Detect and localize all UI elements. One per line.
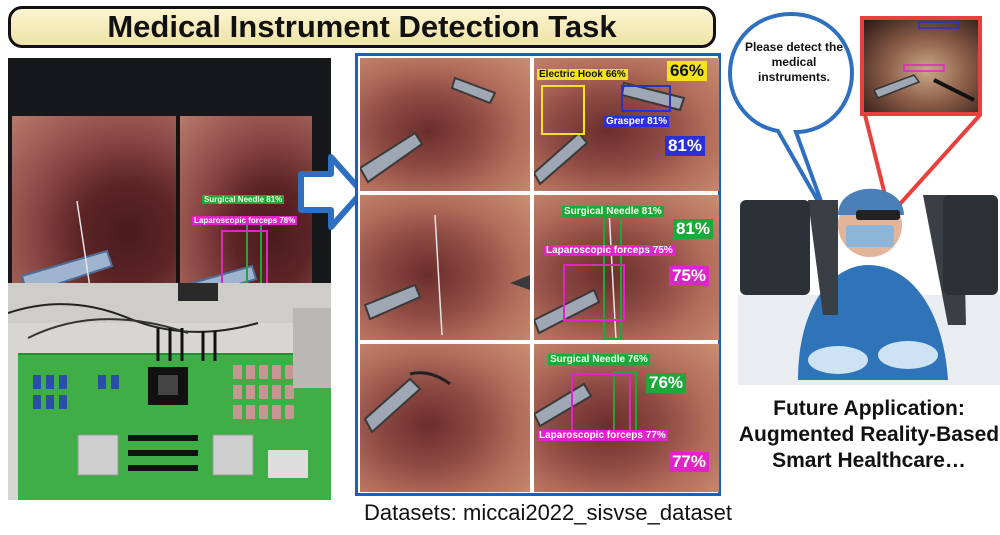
grid-cell-r2-input: [360, 195, 530, 340]
monitor: Surgical Needle 81% Laparoscopic forceps…: [8, 58, 331, 312]
ar-inset-view: [860, 16, 982, 116]
page-title: Medical Instrument Detection Task: [8, 6, 716, 48]
cell-instruments: [360, 76, 497, 184]
needle-pct-r3: 76%: [646, 373, 687, 393]
speech-bubble: [727, 11, 855, 216]
grid-cell-r2-output: Surgical Needle 81% 81% Laparoscopic for…: [534, 195, 719, 340]
hardware-photo: Surgical Needle 81% Laparoscopic forceps…: [8, 58, 331, 500]
title-text: Medical Instrument Detection Task: [107, 9, 617, 44]
forceps-pct-r3: 77%: [668, 452, 709, 472]
right-arrow: [298, 154, 365, 230]
dataset-caption: Datasets: miccai2022_sisvse_dataset: [363, 500, 733, 525]
forceps-pct-r2: 75%: [668, 266, 709, 286]
oscilloscope: [293, 308, 331, 388]
detection-grid: Electric Hook 66% 66% Grasper 81% 81% Su…: [355, 53, 721, 496]
inset-instruments: [872, 21, 975, 102]
hook-pct: 66%: [666, 61, 707, 81]
cell-detections: [534, 371, 637, 435]
grid-cell-r1-output: Electric Hook 66% 66% Grasper 81% 81%: [534, 58, 719, 191]
needle-label-r3: Surgical Needle 76%: [548, 354, 650, 365]
monitor-screen: Surgical Needle 81% Laparoscopic forceps…: [12, 116, 312, 312]
cell-detections: [534, 209, 625, 340]
grid-cell-r1-input: [360, 58, 530, 191]
board-components: [33, 365, 308, 478]
cables: [8, 283, 259, 339]
needle-pct-r2: 81%: [672, 219, 713, 239]
cell-detections: [534, 81, 686, 186]
needle-label-r2: Surgical Needle 81%: [562, 206, 664, 217]
grasper-pct: 81%: [664, 136, 705, 156]
bubble-text: Please detect the medical instruments.: [744, 40, 844, 84]
cell-instruments: [363, 371, 451, 434]
grid-cell-r3-output: Surgical Needle 76% 76% Laparoscopic for…: [534, 344, 719, 492]
grasper-label: Grasper 81%: [604, 116, 670, 127]
cell-instruments: [363, 214, 530, 336]
monitor-needle-label: Surgical Needle 81%: [202, 195, 285, 204]
forceps-label-r2: Laparoscopic forceps 75%: [544, 245, 675, 256]
grid-cell-r3-input: [360, 344, 530, 492]
desk-area: [8, 283, 331, 323]
board-pins: [156, 328, 217, 361]
forceps-label-r3: Laparoscopic forceps 77%: [537, 430, 668, 441]
monitor-forceps-label: Laparoscopic forceps 78%: [192, 216, 298, 225]
fpga-board: [18, 353, 331, 500]
future-application-caption: Future Application: Augmented Reality-Ba…: [738, 397, 1000, 472]
hook-label: Electric Hook 66%: [537, 69, 628, 80]
surgeon-illustration: [738, 188, 1000, 385]
